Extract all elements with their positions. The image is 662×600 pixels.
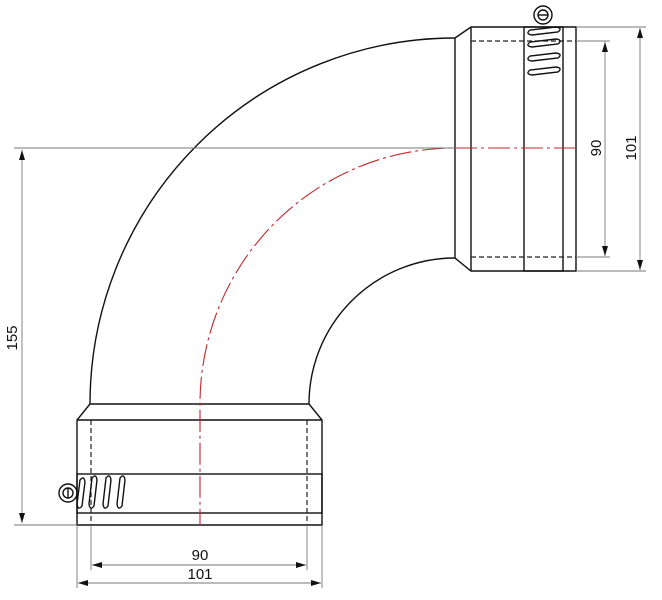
dimension-label-101-bottom: 101 bbox=[187, 566, 212, 583]
dimension-bottom-101: 101 bbox=[76, 525, 323, 588]
dimension-label-90-bottom: 90 bbox=[192, 547, 209, 564]
dimension-right-101: 101 bbox=[576, 26, 646, 272]
inner-bend-curve bbox=[308, 257, 456, 405]
bottom-clamp-screw-icon bbox=[58, 475, 126, 509]
dimension-label-90-right: 90 bbox=[588, 140, 605, 157]
dimension-label-155: 155 bbox=[4, 325, 21, 350]
right-clamp-screw-icon bbox=[527, 5, 561, 76]
right-socket bbox=[454, 26, 577, 272]
dimension-right-90: 90 bbox=[576, 40, 610, 258]
dimension-bottom-90: 90 bbox=[90, 525, 308, 570]
outer-bend-curve bbox=[89, 37, 456, 405]
dimension-155: 155 bbox=[4, 147, 455, 526]
centerline bbox=[199, 147, 576, 525]
dimension-label-101-right: 101 bbox=[623, 135, 640, 160]
